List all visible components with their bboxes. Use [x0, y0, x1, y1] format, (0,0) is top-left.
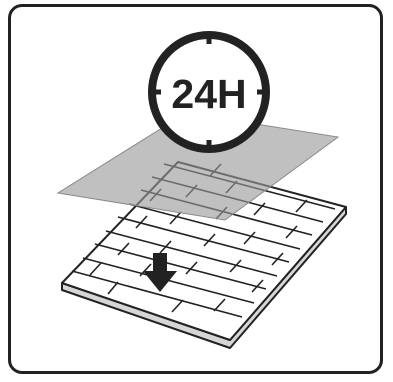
clock-label: 24H [171, 71, 246, 117]
arrow-down-icon [143, 253, 177, 292]
clock-icon: 24H [148, 31, 270, 153]
acclimation-sheet [56, 112, 340, 221]
